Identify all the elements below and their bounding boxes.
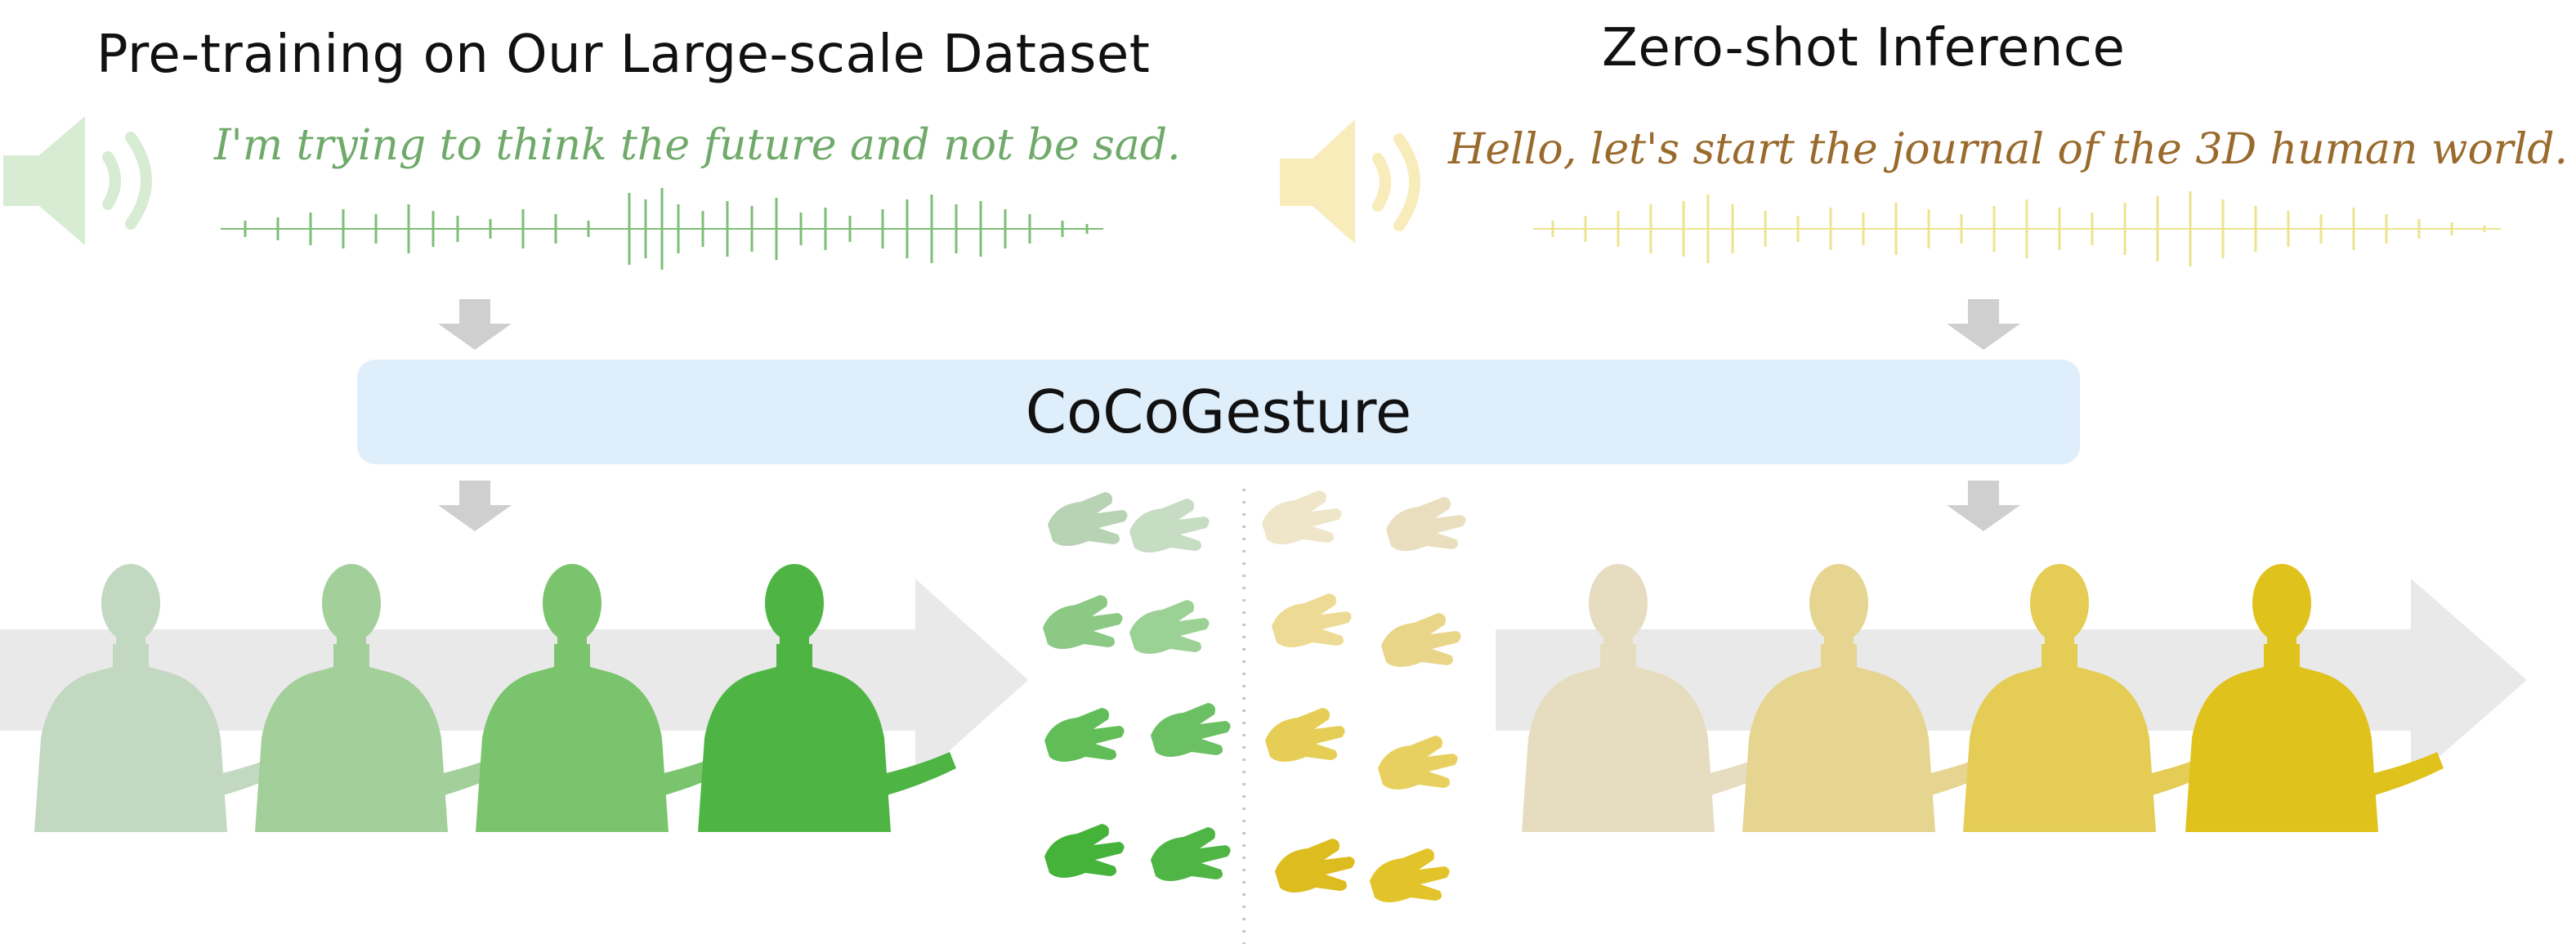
hand-green-7	[1044, 824, 1125, 878]
hand-yellow-2	[1386, 497, 1466, 551]
pretraining-title: Pre-training on Our Large-scale Dataset	[96, 25, 1151, 85]
hand-green-2	[1129, 499, 1210, 553]
cocogesture-model-box: CoCoGesture	[357, 360, 2080, 464]
hand-green-5	[1044, 708, 1125, 762]
audio-waveform-yellow	[1533, 191, 2501, 266]
hand-yellow-7	[1275, 839, 1355, 893]
hand-green-3	[1043, 595, 1123, 649]
hand-yellow-5	[1265, 708, 1345, 762]
inference-quote: Hello, let's start the journal of the 3D…	[1448, 125, 2569, 174]
hand-yellow-3	[1272, 593, 1352, 647]
arrow-audio-to-model-left	[438, 299, 512, 350]
sound-wave-yellow-outer	[1393, 133, 1420, 231]
hand-yellow-4	[1381, 613, 1461, 667]
audio-waveform-green	[221, 188, 1103, 270]
arrow-model-to-motion-right	[1947, 481, 2020, 531]
model-label: CoCoGesture	[1025, 378, 1412, 446]
hand-yellow-6	[1378, 736, 1458, 790]
hand-green-4	[1129, 600, 1210, 654]
sound-wave-yellow	[1372, 153, 1391, 212]
hand-yellow-8	[1370, 848, 1450, 902]
hand-green-1	[1048, 492, 1128, 546]
arrow-model-to-motion-left	[438, 481, 512, 531]
sound-wave-green-outer	[125, 132, 152, 230]
sound-wave-green	[102, 151, 121, 210]
hand-green-8	[1151, 827, 1231, 881]
hand-green-6	[1151, 703, 1231, 757]
speaker-body-green	[3, 116, 85, 245]
down-arrows	[438, 299, 2020, 531]
speaker-body-yellow	[1280, 119, 1355, 244]
training-quote: I'm trying to think the future and not b…	[214, 121, 1181, 170]
inference-title: Zero-shot Inference	[1602, 18, 2126, 78]
hand-yellow-1	[1262, 490, 1342, 544]
speaker-icon-yellow	[1280, 119, 1420, 244]
arrow-audio-to-model-right	[1947, 299, 2020, 350]
speaker-icon-green	[3, 116, 152, 245]
